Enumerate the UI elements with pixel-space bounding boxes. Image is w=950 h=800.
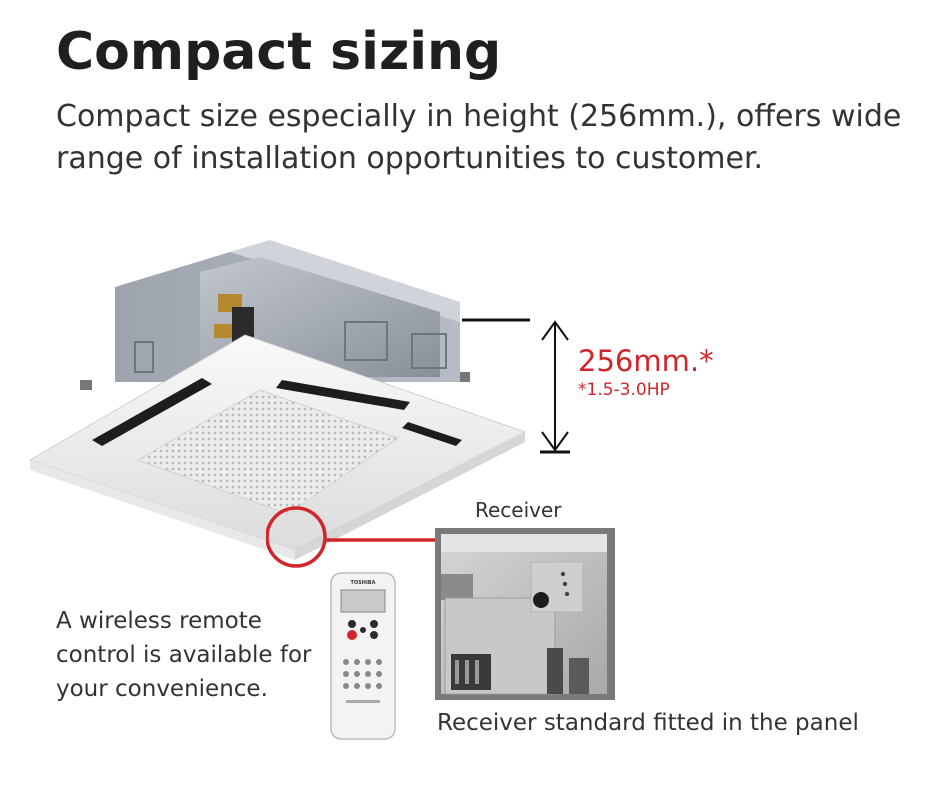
receiver-callout — [266, 506, 444, 568]
page-title: Compact sizing — [56, 22, 502, 82]
receiver-photo — [435, 528, 615, 700]
cassette-unit-image — [28, 240, 527, 560]
remote-control-image: TOSHIBA — [330, 572, 396, 740]
dimension-height: 256mm.* — [578, 344, 714, 378]
height-dimension-marker — [462, 318, 570, 454]
remote-brand: TOSHIBA — [351, 580, 376, 586]
receiver-label: Receiver — [475, 498, 562, 522]
dimension-note: *1.5-3.0HP — [578, 380, 670, 400]
receiver-caption: Receiver standard fitted in the panel — [437, 710, 859, 736]
page-subtitle: Compact size especially in height (256mm… — [56, 99, 902, 176]
remote-description: A wireless remote control is available f… — [56, 608, 312, 702]
dimension-label: 256mm.* *1.5-3.0HP — [578, 344, 714, 400]
